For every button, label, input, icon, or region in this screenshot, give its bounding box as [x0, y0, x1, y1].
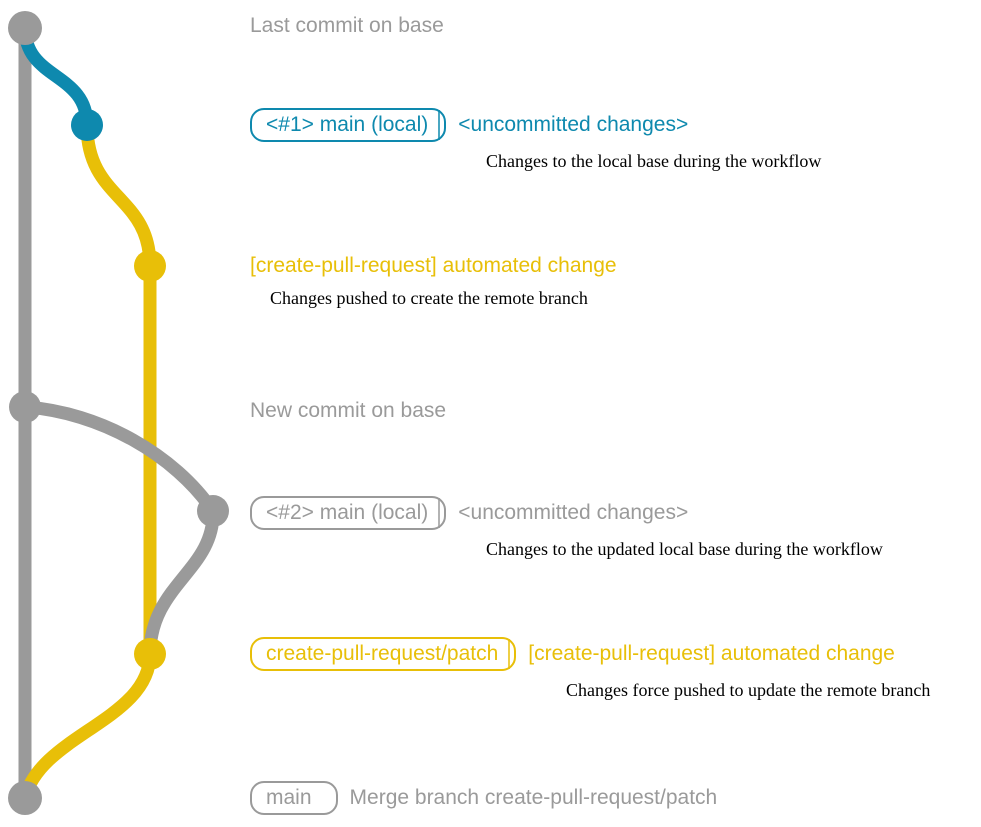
branch-pill-main-label: main [266, 786, 312, 809]
branch-line-remote-1 [80, 118, 157, 661]
commit-node-base-last[interactable] [8, 11, 42, 45]
row-remote-automated-change-2: create-pull-request/patch [create-pull-r… [250, 637, 930, 701]
branch-pill-local-2[interactable]: <#2> main (local) [250, 496, 447, 530]
branch-line-merge [18, 647, 157, 805]
row-local-uncommitted-1: <#1> main (local) <uncommitted changes> … [250, 108, 821, 172]
headline-last-commit-on-base: Last commit on base [250, 14, 444, 37]
branch-pill-local-2-label: <#2> main (local) [266, 501, 429, 524]
commit-node-local-1[interactable] [71, 109, 103, 141]
branch-pill-remote-2[interactable]: create-pull-request/patch [250, 637, 517, 671]
pill-row-local-1: <#1> main (local) <uncommitted changes> [250, 108, 821, 142]
commit-node-merge[interactable] [8, 781, 42, 815]
headline-new-commit-on-base: New commit on base [250, 399, 447, 422]
commit-message-merge: Merge branch create-pull-request/patch [349, 786, 718, 809]
row-last-commit-on-base: Last commit on base [250, 13, 444, 39]
pill-row-remote-2: create-pull-request/patch [create-pull-r… [250, 637, 930, 671]
commit-message-local-2: <uncommitted changes> [458, 501, 689, 524]
branch-pill-local-1[interactable]: <#1> main (local) [250, 108, 447, 142]
branch-pill-divider [438, 498, 441, 528]
branch-pill-remote-2-label: create-pull-request/patch [266, 642, 499, 665]
row-new-commit-on-base: New commit on base [250, 398, 446, 424]
row-remote-automated-change-1: [create-pull-request] automated change C… [250, 253, 617, 309]
pill-row-local-2: <#2> main (local) <uncommitted changes> [250, 496, 883, 530]
description-local-2: Changes to the updated local base during… [486, 539, 883, 559]
commit-node-remote-2[interactable] [134, 638, 166, 670]
description-local-1: Changes to the local base during the wor… [486, 151, 822, 171]
commit-node-local-2[interactable] [197, 495, 229, 527]
commit-message-remote-2: [create-pull-request] automated change [528, 642, 895, 665]
branch-pill-local-1-label: <#1> main (local) [266, 113, 429, 136]
row-local-uncommitted-2: <#2> main (local) <uncommitted changes> … [250, 496, 883, 560]
description-remote-2: Changes force pushed to update the remot… [566, 680, 931, 700]
branch-pill-divider [508, 639, 511, 669]
commit-message-local-1: <uncommitted changes> [458, 113, 689, 136]
branch-pill-divider [438, 110, 441, 140]
git-graph [8, 11, 229, 815]
commit-node-remote-1[interactable] [134, 250, 166, 282]
branch-line-local-2 [18, 400, 220, 661]
branch-pill-main[interactable]: main [250, 781, 338, 815]
pill-row-merge: main Merge branch create-pull-request/pa… [250, 781, 717, 815]
description-remote-1: Changes pushed to create the remote bran… [270, 288, 588, 308]
row-merge-branch: main Merge branch create-pull-request/pa… [250, 781, 717, 815]
branch-line-local-1 [18, 21, 94, 132]
commit-message-remote-1: [create-pull-request] automated change [250, 254, 617, 277]
commit-node-base-new[interactable] [9, 391, 41, 423]
